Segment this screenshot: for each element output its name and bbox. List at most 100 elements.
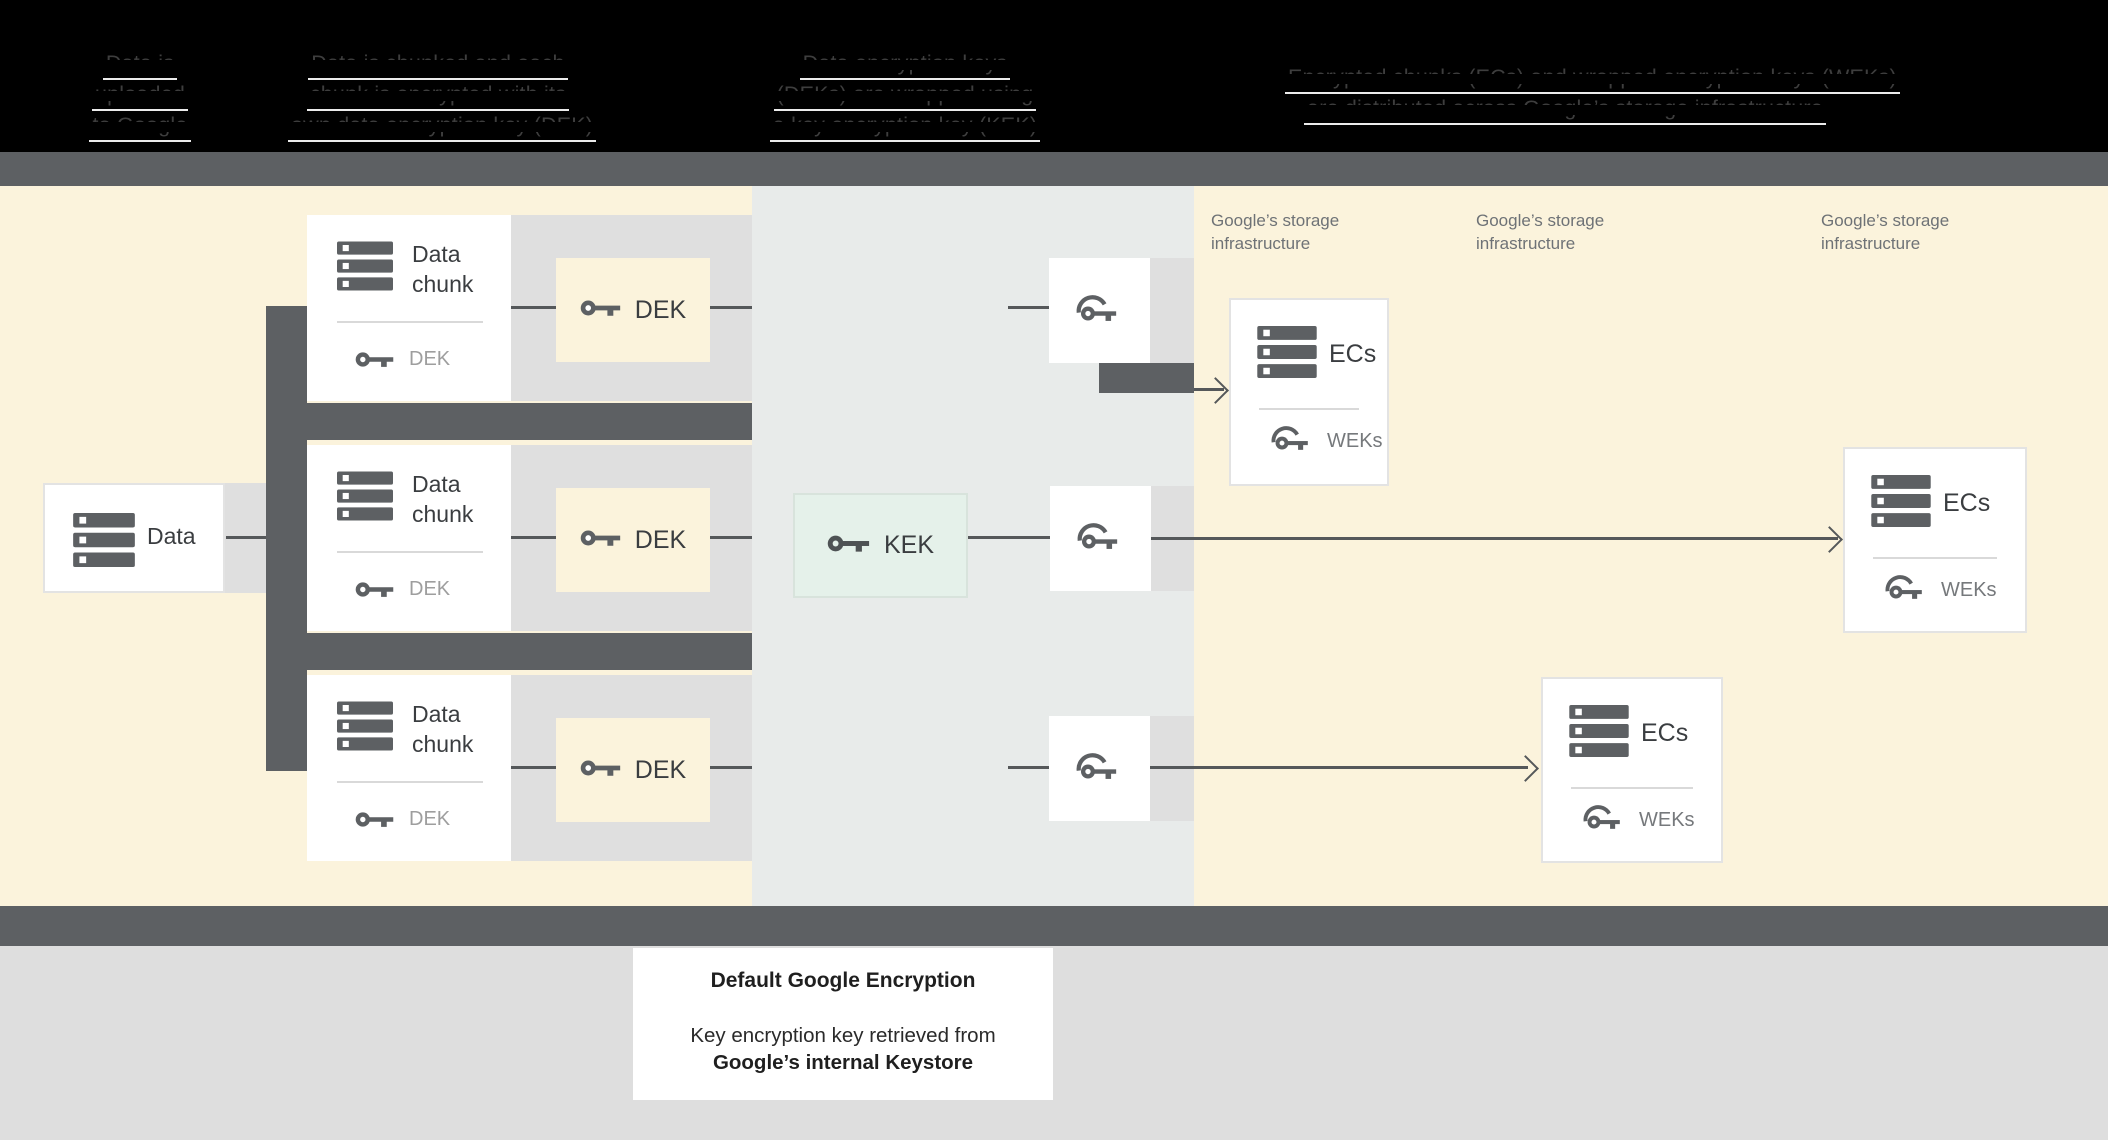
caption-title: Default Google Encryption <box>710 969 976 992</box>
chunk-dek-label: DEK <box>409 578 451 600</box>
header-step4-line1: Encrypted chunks (ECs) and wrapped encry… <box>1281 63 1904 94</box>
data-box-label: Data <box>147 523 196 549</box>
wrap1-band <box>1150 258 1194 363</box>
divider <box>1259 408 1359 410</box>
server-icon <box>1871 475 1931 532</box>
wrap3-arrow-line <box>1150 766 1528 769</box>
dek-label: DEK <box>634 525 687 554</box>
header-step2-line3: own data encryption key (DEK) <box>283 111 601 142</box>
data-box: Data <box>43 483 225 593</box>
caption-line-1: Key encryption key retrieved from <box>690 1024 996 1047</box>
server-icon <box>1569 705 1629 762</box>
wrapped-key-box-2 <box>1050 486 1151 591</box>
wrapped-key-icon <box>1076 293 1124 328</box>
divider <box>337 551 483 553</box>
inter-row-bar-1 <box>300 403 752 440</box>
chunk-dek-label: DEK <box>409 348 451 370</box>
data-chunk-box-1: Data chunk DEK <box>307 215 511 401</box>
dek-box-2: DEK <box>556 488 710 592</box>
dek-box-1: DEK <box>556 258 710 362</box>
key-icon <box>355 578 395 606</box>
wrapped-key-icon <box>1271 424 1315 457</box>
wrapped-key-box-1 <box>1049 258 1150 363</box>
header-step-1: Data is uploaded to Google <box>70 49 210 142</box>
server-icon <box>73 513 135 572</box>
header-step4-line2: are distributed across Google’s storage … <box>1300 94 1830 125</box>
kek-to-wrap-line <box>968 536 1050 539</box>
kek-label: KEK <box>883 531 935 559</box>
data-chunk-box-2: Data chunk DEK <box>307 445 511 631</box>
data-chunk-label: Data chunk <box>412 701 474 757</box>
server-icon <box>337 241 393 296</box>
key-icon <box>827 531 871 561</box>
ecs-label: ECs <box>1641 719 1689 747</box>
chunk3-dek3-line <box>511 766 556 769</box>
header-band: Data is uploaded to Google Data is chunk… <box>0 0 2108 152</box>
caption-box: Default Google Encryption Key encryption… <box>633 948 1053 1100</box>
dek3-zone-line <box>710 766 752 769</box>
storage-infra-label-3: Google’s storage infrastructure <box>1821 211 1950 253</box>
wrap2-arrow-line <box>1150 537 1838 540</box>
data-chunk-box-3: Data chunk DEK <box>307 675 511 861</box>
kek-box: KEK <box>793 493 968 598</box>
key-icon <box>580 296 622 325</box>
divider <box>337 781 483 783</box>
header-step2-line1: Data is chunked and each <box>304 49 573 80</box>
wrapped-key-icon <box>1583 803 1627 836</box>
header-step3-line2: (DEKs) are wrapped using <box>769 80 1041 111</box>
data-chunk-label: Data chunk <box>412 241 474 297</box>
ecs-label: ECs <box>1329 340 1377 368</box>
header-step2-line2: chunk is encrypted with its <box>302 80 574 111</box>
weks-label: WEKs <box>1941 579 1997 601</box>
bottom-divider-bar <box>0 906 2108 946</box>
dek-label: DEK <box>634 755 687 784</box>
header-step3-line1: Data encryption keys <box>795 49 1015 80</box>
divider <box>337 321 483 323</box>
wrapped-key-icon <box>1077 521 1125 556</box>
header-step1-line3: to Google <box>85 111 195 142</box>
wrap1-arrow-line <box>1194 388 1224 391</box>
header-step-2: Data is chunked and each chunk is encryp… <box>283 49 601 142</box>
wrap1-connector-bar <box>1099 363 1194 393</box>
ecs-box-1: ECs WEKs <box>1229 298 1389 486</box>
ecs-box-3: ECs WEKs <box>1843 447 2027 633</box>
caption-line-2: Google’s internal Keystore <box>712 1051 974 1074</box>
dek2-zone-line <box>710 536 752 539</box>
ecs-box-2: ECs WEKs <box>1541 677 1723 863</box>
divider <box>1873 557 1997 559</box>
dek-label: DEK <box>634 295 687 324</box>
key-icon <box>580 526 622 555</box>
key-icon <box>355 348 395 376</box>
dek-box-3: DEK <box>556 718 710 822</box>
storage-infra-label-2: Google’s storage infrastructure <box>1476 211 1605 253</box>
header-step-4: Encrypted chunks (ECs) and wrapped encry… <box>1281 63 1904 125</box>
chunk1-dek1-line <box>511 306 556 309</box>
inter-row-bar-2 <box>300 633 752 670</box>
top-divider-bar <box>0 152 2108 186</box>
data-to-bracket-line <box>226 536 267 539</box>
server-icon <box>337 701 393 756</box>
key-icon <box>580 756 622 785</box>
wrapped-key-box-3 <box>1049 716 1150 821</box>
caption-area-background <box>0 946 2108 1140</box>
storage-infra-label-1: Google’s storage infrastructure <box>1211 211 1340 253</box>
chunk2-dek2-line <box>511 536 556 539</box>
split-bracket <box>266 306 307 771</box>
ecs-label: ECs <box>1943 489 1991 517</box>
key-icon <box>355 808 395 836</box>
server-icon <box>337 471 393 526</box>
data-chunk-label: Data chunk <box>412 471 474 527</box>
stub-line-1 <box>1008 306 1050 309</box>
weks-label: WEKs <box>1639 809 1695 831</box>
header-step-3: Data encryption keys (DEKs) are wrapped … <box>740 49 1070 142</box>
server-icon <box>1257 326 1317 383</box>
stub-line-3 <box>1008 766 1050 769</box>
wrapped-key-icon <box>1076 751 1124 786</box>
chunk-dek-label: DEK <box>409 808 451 830</box>
header-step1-line1: Data is <box>98 49 182 80</box>
dek1-zone-line <box>710 306 752 309</box>
divider <box>1571 787 1693 789</box>
header-step3-line3: a key encryption key (KEK) <box>765 111 1044 142</box>
weks-label: WEKs <box>1327 430 1383 452</box>
